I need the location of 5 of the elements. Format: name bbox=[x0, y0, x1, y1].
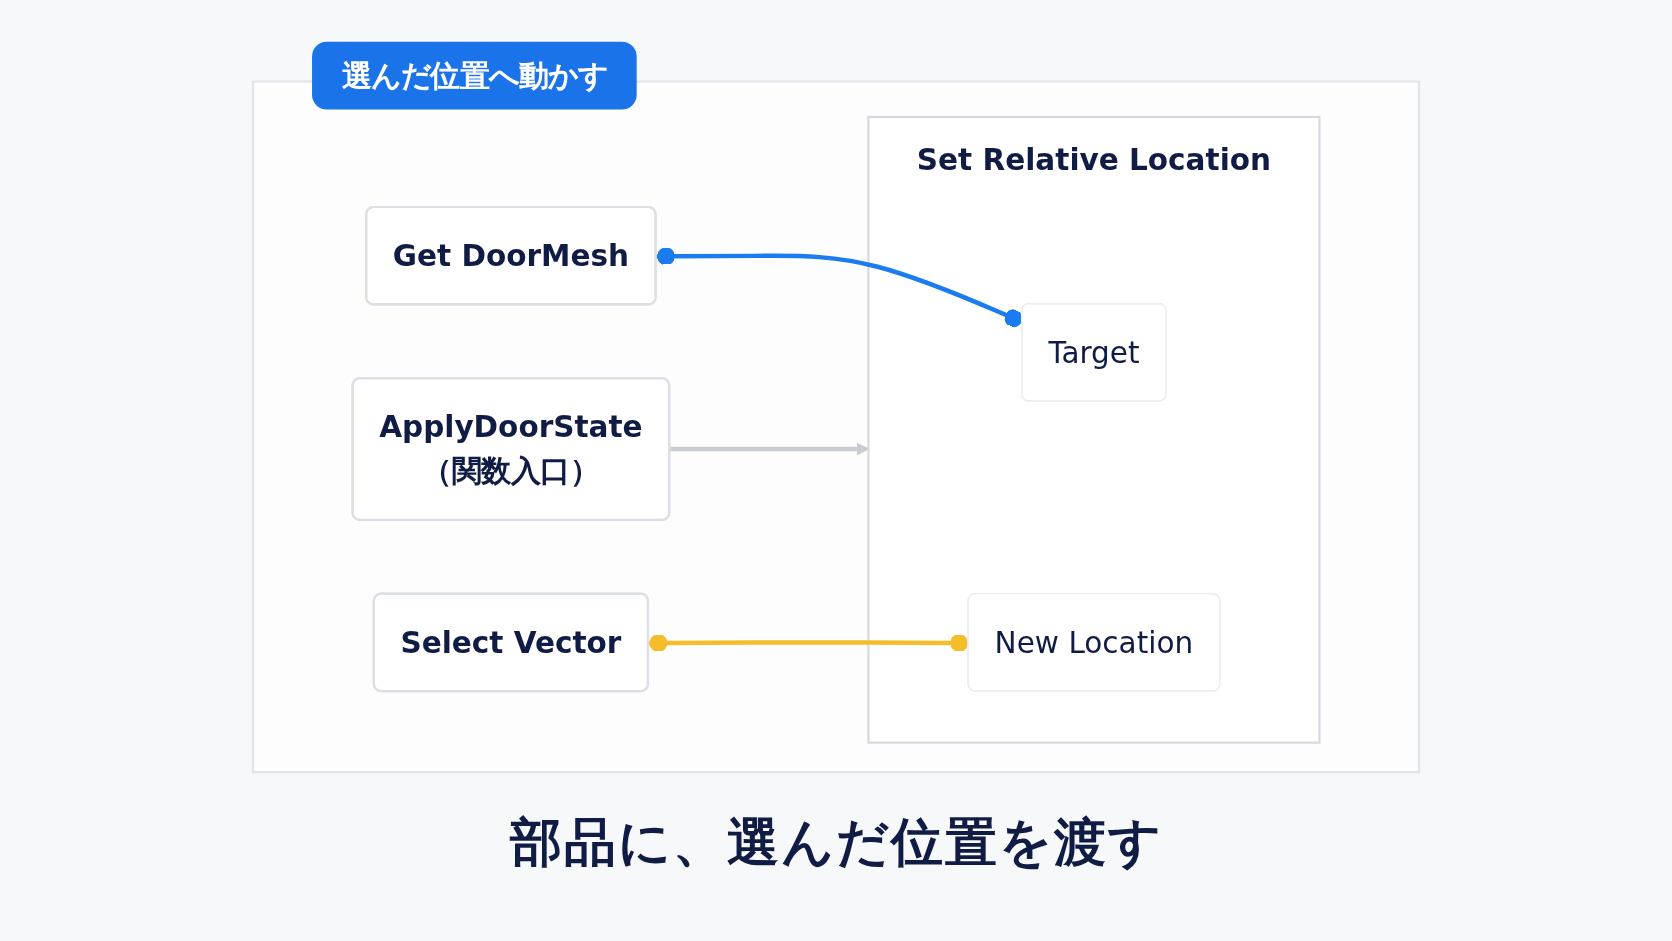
connector bbox=[648, 634, 969, 652]
caption: 部品に、選んだ位置を渡す bbox=[509, 811, 1163, 874]
node-text: Target bbox=[1048, 334, 1140, 371]
node-text: New Location bbox=[994, 624, 1194, 661]
arrow bbox=[669, 442, 870, 456]
